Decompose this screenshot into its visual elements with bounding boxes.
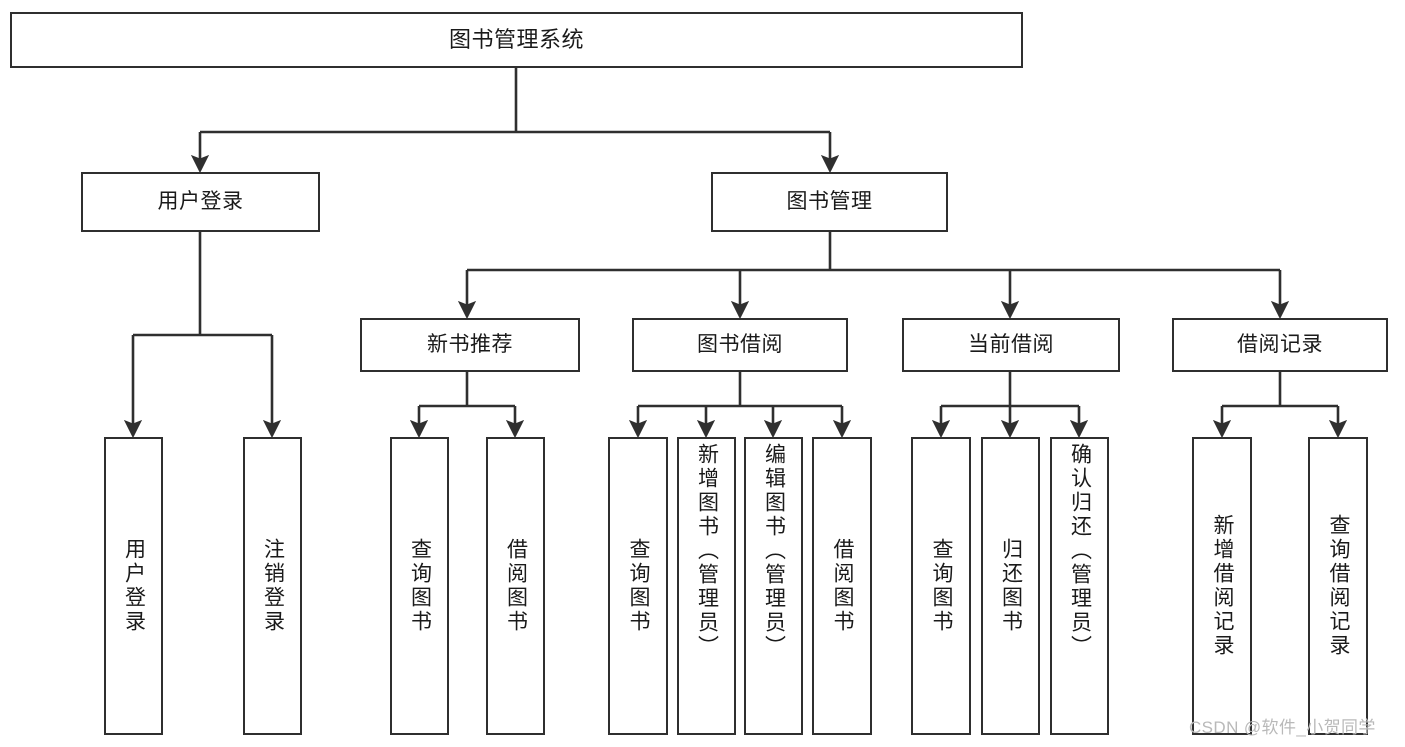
- node-leaf-query-book-2-label: 查询图书: [627, 538, 651, 634]
- node-book-borrow-label: 图书借阅: [697, 332, 783, 356]
- node-new-book-recommend-label: 新书推荐: [427, 332, 513, 356]
- node-leaf-user-login[interactable]: 用户登录: [104, 437, 163, 735]
- node-leaf-confirm-return[interactable]: 确认归还（管理员）: [1050, 437, 1109, 735]
- node-leaf-logout-label: 注销登录: [261, 538, 285, 634]
- node-leaf-logout[interactable]: 注销登录: [243, 437, 302, 735]
- node-leaf-add-record-label: 新增借阅记录: [1211, 514, 1235, 658]
- node-leaf-edit-book-label: 编辑图书（管理员）: [762, 443, 786, 659]
- node-borrow-record[interactable]: 借阅记录: [1172, 318, 1388, 372]
- node-leaf-add-record[interactable]: 新增借阅记录: [1192, 437, 1252, 735]
- node-leaf-query-book-3[interactable]: 查询图书: [911, 437, 971, 735]
- node-leaf-edit-book[interactable]: 编辑图书（管理员）: [744, 437, 803, 735]
- node-borrow-record-label: 借阅记录: [1237, 332, 1323, 356]
- node-user-login-label: 用户登录: [157, 189, 244, 213]
- node-book-manage[interactable]: 图书管理: [711, 172, 948, 232]
- node-leaf-query-record-label: 查询借阅记录: [1327, 514, 1351, 658]
- node-leaf-add-book-label: 新增图书（管理员）: [695, 443, 719, 659]
- node-leaf-borrow-book-2-label: 借阅图书: [831, 538, 855, 634]
- node-leaf-borrow-book-1-label: 借阅图书: [504, 538, 528, 634]
- node-leaf-query-book-3-label: 查询图书: [930, 538, 954, 634]
- node-leaf-query-record[interactable]: 查询借阅记录: [1308, 437, 1368, 735]
- node-leaf-query-book-1-label: 查询图书: [408, 538, 432, 634]
- node-leaf-user-login-label: 用户登录: [122, 538, 146, 634]
- node-leaf-query-book-2[interactable]: 查询图书: [608, 437, 668, 735]
- node-new-book-recommend[interactable]: 新书推荐: [360, 318, 580, 372]
- node-leaf-return-book[interactable]: 归还图书: [981, 437, 1040, 735]
- node-leaf-return-book-label: 归还图书: [999, 538, 1023, 634]
- node-book-borrow[interactable]: 图书借阅: [632, 318, 848, 372]
- node-current-borrow-label: 当前借阅: [968, 332, 1054, 356]
- node-leaf-borrow-book-1[interactable]: 借阅图书: [486, 437, 545, 735]
- node-leaf-add-book[interactable]: 新增图书（管理员）: [677, 437, 736, 735]
- node-root-label: 图书管理系统: [448, 27, 584, 53]
- csdn-watermark: CSDN @软件_小贺同学: [1189, 718, 1376, 737]
- node-root[interactable]: 图书管理系统: [10, 12, 1023, 68]
- node-book-manage-label: 图书管理: [786, 189, 873, 213]
- node-leaf-confirm-return-label: 确认归还（管理员）: [1068, 443, 1092, 659]
- node-user-login[interactable]: 用户登录: [81, 172, 320, 232]
- node-leaf-borrow-book-2[interactable]: 借阅图书: [812, 437, 872, 735]
- node-leaf-query-book-1[interactable]: 查询图书: [390, 437, 449, 735]
- node-current-borrow[interactable]: 当前借阅: [902, 318, 1120, 372]
